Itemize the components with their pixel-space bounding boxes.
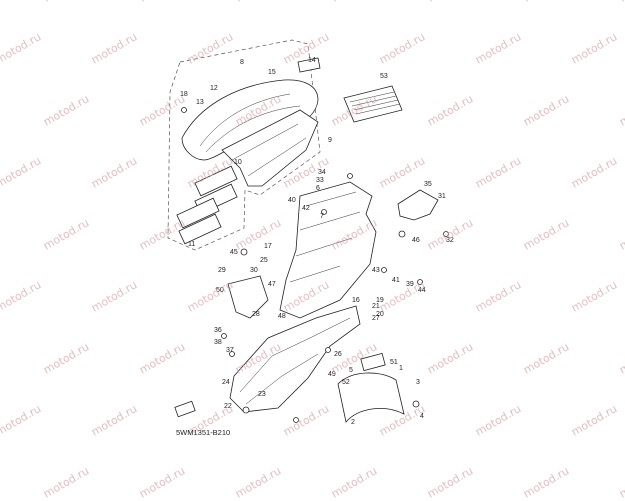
callout-42: 42 bbox=[302, 205, 310, 212]
callout-19: 19 bbox=[376, 297, 384, 304]
callout-30: 30 bbox=[250, 267, 258, 274]
callout-27: 27 bbox=[372, 315, 380, 322]
callout-17: 17 bbox=[264, 243, 272, 250]
callout-35: 35 bbox=[424, 181, 432, 188]
callout-14: 14 bbox=[308, 57, 316, 64]
callout-29: 29 bbox=[218, 267, 226, 274]
callout-5: 5 bbox=[349, 367, 353, 374]
callout-28: 28 bbox=[252, 311, 260, 318]
callout-48: 48 bbox=[278, 313, 286, 320]
callout-49: 49 bbox=[328, 371, 336, 378]
callout-24: 24 bbox=[222, 379, 230, 386]
callout-13: 13 bbox=[196, 99, 204, 106]
callout-40: 40 bbox=[288, 197, 296, 204]
callout-32: 32 bbox=[446, 237, 454, 244]
bolt-markers bbox=[181, 107, 449, 423]
rear-bracket bbox=[397, 189, 439, 221]
callout-9: 9 bbox=[328, 137, 332, 144]
watermark-text: motod.ru bbox=[424, 464, 475, 501]
callout-36: 36 bbox=[214, 327, 222, 334]
callout-12: 12 bbox=[210, 85, 218, 92]
callout-53: 53 bbox=[380, 73, 388, 80]
seat-group-outline bbox=[167, 39, 321, 251]
reflector bbox=[174, 400, 196, 418]
callout-52: 52 bbox=[342, 379, 350, 386]
callout-43: 43 bbox=[372, 267, 380, 274]
rear-fender bbox=[229, 305, 361, 413]
callout-45: 45 bbox=[230, 249, 238, 256]
callout-50: 50 bbox=[216, 287, 224, 294]
callout-38: 38 bbox=[214, 339, 222, 346]
watermark-text: motod.ru bbox=[40, 464, 91, 501]
callout-10: 10 bbox=[234, 159, 242, 166]
seat bbox=[181, 79, 319, 161]
seat-rail-bracket bbox=[279, 181, 377, 319]
callout-18: 18 bbox=[180, 91, 188, 98]
watermark-text: motod.ru bbox=[136, 464, 187, 501]
side-cover bbox=[227, 275, 269, 319]
callout-3: 3 bbox=[416, 379, 420, 386]
watermark-text: motod.ru bbox=[520, 464, 571, 501]
callout-23: 23 bbox=[258, 391, 266, 398]
watermark-text: motod.ru bbox=[328, 464, 379, 501]
callout-11: 11 bbox=[188, 241, 195, 248]
callout-51: 51 bbox=[390, 359, 398, 366]
exploded-view-drawing: 1234567891011121314151617181920212223242… bbox=[167, 39, 454, 426]
callout-7: 7 bbox=[320, 213, 324, 220]
callout-41: 41 bbox=[392, 277, 400, 284]
callout-6: 6 bbox=[316, 185, 320, 192]
diagram-code: 5WM1351-B210 bbox=[176, 428, 231, 437]
callout-39: 39 bbox=[406, 281, 414, 288]
callout-44: 44 bbox=[418, 287, 426, 294]
watermark-text: motod.ru bbox=[616, 464, 625, 501]
watermark-text: motod.ru bbox=[232, 464, 283, 501]
callout-37: 37 bbox=[226, 347, 234, 354]
callout-1: 1 bbox=[399, 365, 403, 372]
foam-blocks bbox=[176, 165, 238, 245]
callout-2: 2 bbox=[351, 419, 355, 426]
callout-4: 4 bbox=[420, 413, 424, 420]
callout-25: 25 bbox=[260, 257, 268, 264]
callout-46: 46 bbox=[412, 237, 420, 244]
callout-8: 8 bbox=[240, 59, 244, 66]
callout-labels: 1234567891011121314151617181920212223242… bbox=[180, 57, 454, 426]
callout-33: 33 bbox=[316, 177, 324, 184]
emblem-plate bbox=[297, 57, 321, 73]
callout-15: 15 bbox=[268, 69, 276, 76]
callout-16: 16 bbox=[352, 297, 360, 304]
license-bracket bbox=[360, 352, 386, 372]
mud-flap bbox=[337, 372, 405, 423]
callout-26: 26 bbox=[334, 351, 342, 358]
callout-47: 47 bbox=[268, 281, 276, 288]
seat-cowl bbox=[221, 109, 319, 187]
callout-34: 34 bbox=[318, 169, 326, 176]
callout-31: 31 bbox=[438, 193, 446, 200]
callout-21: 21 bbox=[372, 303, 380, 310]
owners-manual bbox=[343, 85, 403, 123]
callout-22: 22 bbox=[224, 403, 232, 410]
callout-20: 20 bbox=[376, 311, 384, 318]
